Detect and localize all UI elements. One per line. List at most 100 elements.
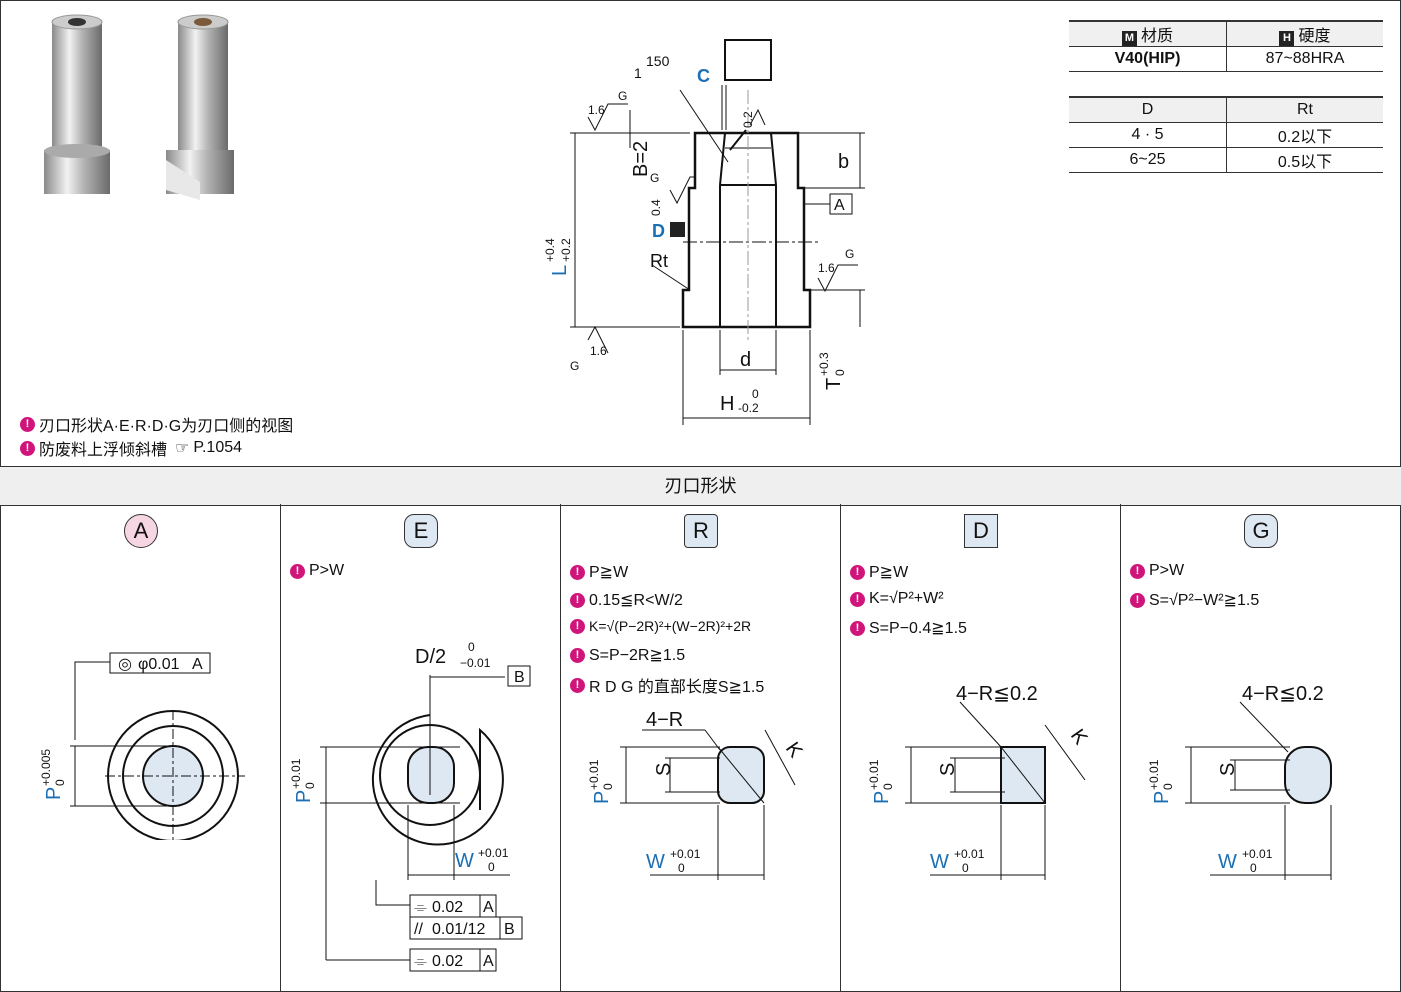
note-bulb-icon: !: [850, 591, 865, 607]
note-bulb-icon: !: [850, 620, 865, 636]
svg-text:4−R≦0.2: 4−R≦0.2: [1242, 683, 1324, 705]
svg-text:+0.005: +0.005: [39, 749, 53, 786]
finish-g3: G: [845, 247, 854, 261]
shape-e-drawing: D/2 0 −0.01 B W +0.01 0 ⌯ 0.02 A // 0.01…: [290, 640, 531, 972]
label-d: D: [652, 221, 665, 241]
svg-text:+0.01: +0.01: [954, 847, 985, 861]
column-divider: [280, 504, 281, 992]
svg-text:W: W: [1218, 851, 1237, 873]
svg-text:A: A: [483, 953, 494, 970]
tungsten-icon: [670, 222, 685, 237]
shape-a-drawing: ◎ φ0.01 A P +0.005 0: [39, 652, 245, 840]
pointing-hand-icon: ☞: [175, 440, 190, 457]
svg-text:−0.01: −0.01: [460, 656, 491, 670]
svg-text:0: 0: [1161, 783, 1175, 790]
svg-text:0: 0: [962, 861, 969, 875]
svg-text:P: P: [871, 791, 893, 804]
hardness-value: 87~88HRA: [1226, 46, 1383, 72]
shape-note: !R D G 的直部长度S≧1.5: [570, 673, 764, 697]
shape-badge-g: G: [1244, 514, 1278, 548]
label-h: H: [720, 393, 734, 415]
svg-text:A: A: [483, 899, 494, 916]
svg-text:S: S: [937, 763, 959, 776]
h-tol-dn: -0.2: [738, 401, 759, 415]
label-l: L: [549, 265, 571, 276]
svg-text:+0.01: +0.01: [867, 759, 881, 790]
bushing-keyed-photo: [166, 14, 234, 200]
table-row: 4 · 5 0.2以下: [1069, 122, 1383, 148]
bushing-round-photo: [44, 14, 110, 194]
finish-16b: 1.6: [818, 261, 835, 275]
svg-text:0.02: 0.02: [432, 953, 463, 970]
note-bulb-icon: !: [1130, 592, 1145, 608]
finish-g4: G: [570, 359, 579, 373]
h-tol-up: 0: [752, 387, 759, 401]
shape-note: !P≧W: [570, 562, 628, 582]
column-divider: [560, 504, 561, 992]
d-header: D: [1069, 96, 1227, 123]
svg-text:D/2: D/2: [415, 646, 446, 668]
main-section-drawing: 150 1 C 1.6 G 0.2 B=2 b A G 0.4 D Rt 1.6…: [543, 39, 865, 425]
svg-text:W: W: [455, 850, 474, 872]
svg-text:P: P: [43, 787, 65, 800]
label-t: T: [823, 378, 845, 390]
parallelism-icon: //: [414, 921, 423, 938]
shape-r-drawing: 4−R K S W +0.01 0 P +0.01 0: [587, 709, 807, 880]
svg-text:+0.01: +0.01: [478, 846, 509, 860]
datum-a: A: [834, 197, 845, 214]
svg-text:0: 0: [678, 861, 685, 875]
note-text: 防废料上浮倾斜槽: [39, 442, 168, 459]
shape-note: !P>W: [290, 562, 344, 580]
svg-text:K: K: [781, 738, 807, 762]
product-photos: [44, 14, 234, 200]
svg-text:0: 0: [468, 640, 475, 654]
note-bulb-icon: !: [20, 416, 35, 432]
note-bulb-icon: !: [570, 618, 585, 634]
label-b-eq: B=2: [630, 141, 652, 177]
svg-text:4−R≦0.2: 4−R≦0.2: [956, 683, 1038, 705]
shape-g-drawing: 4−R≦0.2 S W +0.01 0 P +0.01 0: [1147, 683, 1332, 880]
page-link[interactable]: P.1054: [193, 439, 243, 456]
column-divider: [840, 504, 841, 992]
svg-text:S: S: [1217, 763, 1239, 776]
shape-badge-e: E: [404, 514, 438, 548]
svg-text:φ0.01: φ0.01: [138, 656, 180, 673]
svg-text:+0.01: +0.01: [587, 759, 601, 790]
svg-text:B: B: [514, 669, 525, 686]
svg-text:+0.01: +0.01: [290, 758, 303, 789]
shape-note: !S=P−0.4≧1.5: [850, 618, 967, 638]
l-tol-dn: +0.2: [559, 238, 573, 262]
material-value: V40(HIP): [1069, 46, 1227, 72]
label-c: C: [697, 66, 710, 86]
svg-text:W: W: [930, 851, 949, 873]
finish-02: 0.2: [741, 111, 755, 128]
roughness-150: 150: [646, 53, 670, 69]
shape-badge-a: A: [124, 514, 158, 548]
shape-note: !K=√P²+W²: [850, 590, 944, 608]
note-shape-view: ! 刃口形状A·E·R·D·G为刃口侧的视图: [20, 412, 293, 436]
svg-text:W: W: [646, 851, 665, 873]
shape-note: !P≧W: [850, 562, 908, 582]
svg-text:0: 0: [601, 783, 615, 790]
svg-text:0: 0: [488, 860, 495, 874]
finish-g2: G: [650, 171, 659, 185]
svg-text:0.01/12: 0.01/12: [432, 921, 485, 938]
symmetry-icon: ⌯: [414, 899, 427, 916]
svg-text:0.02: 0.02: [432, 899, 463, 916]
note-slug-groove: ! 防废料上浮倾斜槽 ☞ P.1054: [20, 436, 242, 460]
table-row: 6~25 0.5以下: [1069, 147, 1383, 173]
note-bulb-icon: !: [290, 563, 305, 579]
shape-note: !K=√(P−2R)²+(W−2R)²+2R: [570, 618, 751, 634]
section-title: 刃口形状: [0, 466, 1401, 506]
finish-16: 1.6: [588, 103, 605, 117]
note-bulb-icon: !: [570, 647, 585, 663]
svg-text:+0.01: +0.01: [1147, 759, 1161, 790]
note-bulb-icon: !: [570, 592, 585, 608]
svg-text:A: A: [192, 656, 203, 673]
svg-text:+0.01: +0.01: [1242, 847, 1273, 861]
symmetry-icon: ⌯: [414, 953, 427, 970]
note-bulb-icon: !: [570, 677, 585, 693]
note-bulb-icon: !: [850, 564, 865, 580]
